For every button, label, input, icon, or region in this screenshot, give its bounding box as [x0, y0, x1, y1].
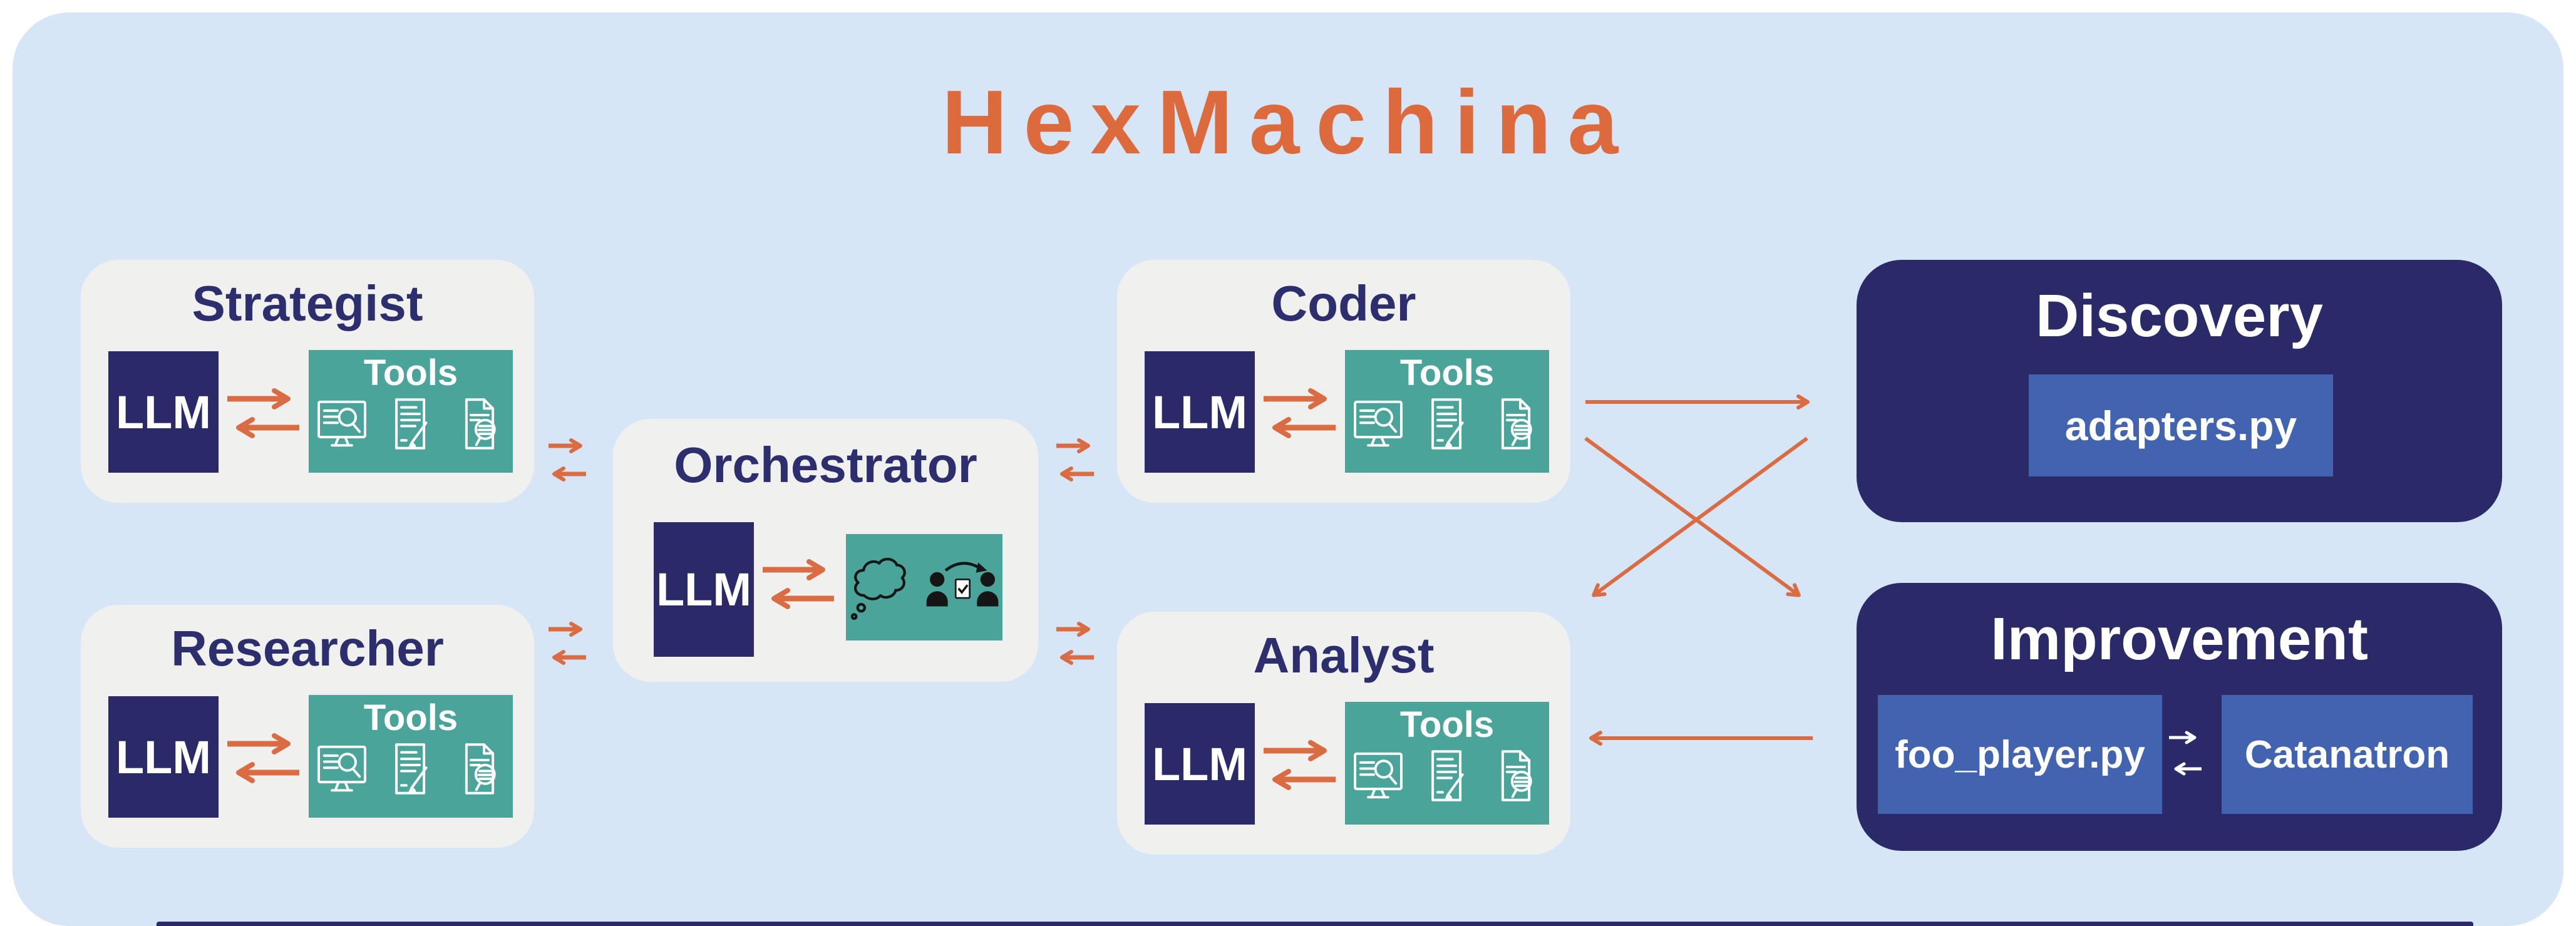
foo-player-file-chip: foo_player.py [1878, 695, 2162, 814]
agent-title: Strategist [192, 275, 423, 331]
llm-box: LLM [1145, 703, 1255, 825]
bottom-edge-bar [157, 922, 2473, 926]
agent-card-analyst: Analyst LLM Tools [1117, 612, 1570, 855]
tools-box: Tools [309, 350, 513, 473]
improvement-panel: Improvement foo_player.py Catanatron [1857, 583, 2502, 851]
tools-label: Tools [1399, 352, 1495, 393]
llm-box: LLM [1145, 351, 1255, 473]
tools-box: Tools [309, 695, 513, 818]
document-edit-icon [395, 398, 428, 450]
orchestrator-card: Orchestrator LLM [613, 419, 1038, 682]
llm-box: LLM [654, 522, 754, 657]
tools-label: Tools [363, 352, 458, 393]
tools-icons [1345, 748, 1549, 803]
document-inspect-icon [465, 743, 496, 795]
llm-label: LLM [1151, 386, 1248, 438]
adapters-file-label: adapters.py [2064, 402, 2297, 449]
agent-card-strategist: Strategist LLM Tools [81, 260, 534, 503]
team-handoff-icon [926, 562, 999, 607]
screen-search-icon [1354, 752, 1403, 799]
tools-icons [309, 741, 513, 796]
llm-label: LLM [656, 563, 752, 615]
llm-label: LLM [115, 386, 212, 438]
tools-icons [309, 396, 513, 451]
adapters-file-chip: adapters.py [2029, 374, 2333, 476]
agent-title: Researcher [171, 620, 444, 676]
llm-box: LLM [108, 696, 219, 818]
agent-card-researcher: Researcher LLM Tools [81, 605, 534, 848]
improvement-title: Improvement [1991, 605, 2368, 672]
document-edit-icon [395, 743, 428, 795]
agent-title: Coder [1271, 275, 1416, 331]
document-inspect-icon [1501, 398, 1532, 450]
tools-label: Tools [1399, 704, 1495, 745]
agent-card-coder: Coder LLM Tools [1117, 260, 1570, 503]
document-inspect-icon [1501, 750, 1532, 801]
llm-label: LLM [1151, 738, 1248, 790]
screen-search-icon [1354, 400, 1403, 447]
document-edit-icon [1431, 750, 1464, 801]
document-inspect-icon [465, 398, 496, 450]
catanatron-chip: Catanatron [2222, 695, 2473, 814]
tools-icons [1345, 396, 1549, 451]
agent-title: Analyst [1253, 627, 1435, 683]
tools-label: Tools [363, 697, 458, 738]
document-edit-icon [1431, 398, 1464, 450]
thought-cloud-icon [850, 557, 906, 620]
llm-label: LLM [115, 731, 212, 783]
planning-box [846, 534, 1002, 640]
screen-search-icon [317, 400, 366, 447]
discovery-title: Discovery [2036, 282, 2323, 349]
tools-box: Tools [1345, 350, 1549, 473]
llm-box: LLM [108, 351, 219, 473]
tools-box: Tools [1345, 702, 1549, 825]
discovery-panel: Discovery adapters.py [1857, 260, 2502, 522]
figure-title: HexMachina [941, 71, 1635, 173]
foo-player-file-label: foo_player.py [1895, 733, 2145, 776]
screen-search-icon [317, 745, 366, 792]
orchestrator-title: Orchestrator [674, 437, 977, 493]
catanatron-label: Catanatron [2244, 733, 2450, 776]
